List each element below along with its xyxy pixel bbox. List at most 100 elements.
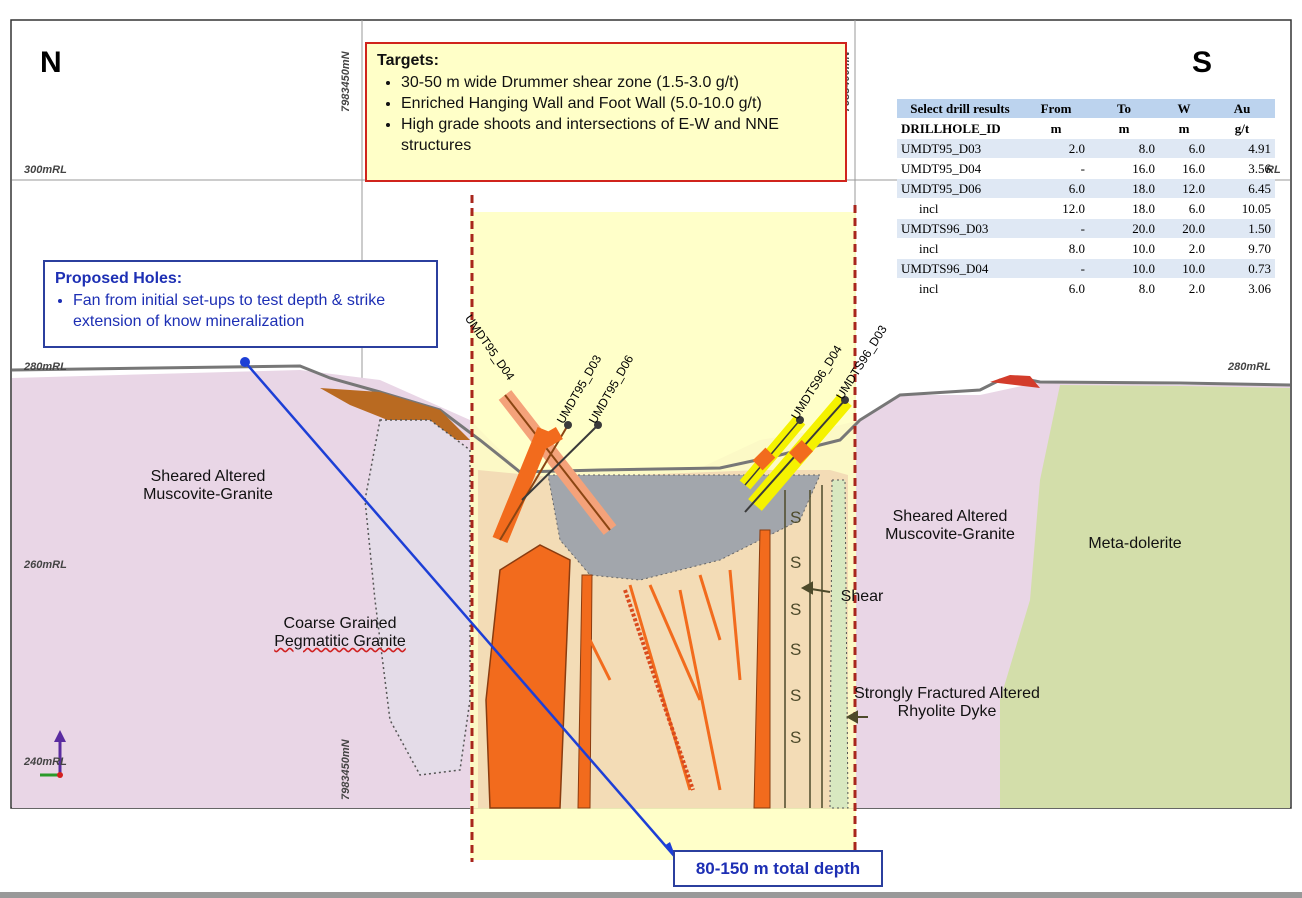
meta-dolerite-label: Meta-dolerite: [1088, 535, 1182, 552]
from-cell: 6.0: [1023, 278, 1089, 299]
bottom-bar: [0, 892, 1302, 898]
table-row: UMDT95_D06 6.0 18.0 12.0 6.45: [897, 178, 1275, 199]
veins: [588, 569, 742, 791]
shear-s-marker: S: [790, 553, 802, 572]
shear-s-marker: S: [790, 640, 802, 659]
hole-s96-d03-intercept: [788, 439, 814, 465]
shear-s-marker: S: [790, 508, 802, 527]
width-cell: 10.0: [1159, 258, 1209, 279]
shear-s-marker: S: [790, 728, 802, 747]
table-row: incl 6.0 8.0 2.0 3.06: [897, 278, 1275, 299]
label-line: Sheared Altered: [892, 508, 1008, 525]
leader-origin: [240, 357, 250, 367]
au-cell: 6.45: [1209, 178, 1275, 199]
hole-id-cell: incl: [897, 278, 1023, 299]
table-row: UMDTS96_D03 - 20.0 20.0 1.50: [897, 218, 1275, 239]
hole-d06-axis: [521, 424, 599, 501]
label-line: Strongly Fractured Altered: [854, 685, 1040, 702]
hole-s96-d04-axis: [744, 419, 801, 486]
header-cell: From: [1023, 99, 1089, 119]
hole-id-cell: UMDT95_D06: [897, 178, 1023, 199]
north-label: N: [40, 46, 62, 79]
from-cell: -: [1023, 218, 1089, 239]
units-cell: m: [1089, 118, 1159, 139]
table-units-row: DRILLHOLE_ID m m m g/t: [897, 118, 1275, 139]
header-cell: Au: [1209, 99, 1275, 119]
au-cell: 10.05: [1209, 198, 1275, 219]
total-depth-box: 80-150 m total depth: [673, 850, 883, 887]
hole-d06-trace: [492, 426, 553, 544]
orange-dyke-right: [753, 529, 771, 809]
au-cell: 9.70: [1209, 238, 1275, 259]
table-row: UMDTS96_D04 - 10.0 10.0 0.73: [897, 258, 1275, 279]
rl-240-label: 240mRL: [24, 756, 67, 768]
to-cell: 8.0: [1089, 138, 1159, 159]
hole-id-cell: UMDT95_D03: [897, 138, 1023, 159]
width-cell: 2.0: [1159, 238, 1209, 259]
sheared-granite-left-label: Sheared Altered Muscovite-Granite: [120, 468, 296, 504]
label-line: Muscovite-Granite: [885, 526, 1015, 543]
to-cell: 20.0: [1089, 218, 1159, 239]
axis-gizmo: [40, 730, 66, 778]
red-cap: [990, 375, 1040, 388]
proposed-title: Proposed Holes:: [55, 270, 183, 287]
target-item: 30-50 m wide Drummer shear zone (1.5-3.0…: [401, 72, 835, 93]
northing-top-left: 7983450mN: [340, 51, 352, 112]
width-cell: 20.0: [1159, 218, 1209, 239]
pegmatitic-body: [364, 419, 471, 776]
from-cell: -: [1023, 258, 1089, 279]
rl-280-right-label: 280mRL: [1228, 361, 1271, 373]
rl-260-label: 260mRL: [24, 559, 67, 571]
hole-id-cell: UMDT95_D04: [897, 158, 1023, 179]
width-cell: 6.0: [1159, 198, 1209, 219]
units-cell: g/t: [1209, 118, 1275, 139]
hole-d03-axis: [499, 424, 569, 541]
rhyolite-dyke-label: Strongly Fractured Altered Rhyolite Dyke: [834, 685, 1060, 721]
hole-id-cell: UMDTS96_D04: [897, 258, 1023, 279]
sheared-granite-right-label: Sheared Altered Muscovite-Granite: [862, 508, 1038, 544]
pegmatitic-granite-label: Coarse Grained Pegmatitic Granite: [255, 615, 425, 651]
orange-dyke: [485, 544, 571, 809]
collar-s96-d03: [841, 396, 849, 404]
targets-title: Targets:: [377, 52, 439, 69]
label-line: Rhyolite Dyke: [897, 703, 997, 720]
collar-s96-d04: [796, 416, 804, 424]
table-header-row: Select drill results From To W Au: [897, 99, 1275, 119]
to-cell: 10.0: [1089, 238, 1159, 259]
hole-d04-intercept: [535, 426, 563, 452]
shear-label: Shear: [840, 588, 884, 605]
from-cell: 2.0: [1023, 138, 1089, 159]
proposed-holes-box: Proposed Holes: Fan from initial set-ups…: [43, 260, 438, 348]
label-line: Muscovite-Granite: [143, 486, 273, 503]
table-row: incl 8.0 10.0 2.0 9.70: [897, 238, 1275, 259]
hole-d04-axis: [504, 394, 611, 531]
au-cell: 3.06: [1209, 278, 1275, 299]
drill-results-table: Select drill results From To W Au DRILLH…: [897, 99, 1275, 299]
au-cell: 3.56: [1209, 158, 1275, 179]
to-cell: 8.0: [1089, 278, 1159, 299]
south-label: S: [1192, 46, 1213, 79]
label-line: Pegmatitic Granite: [274, 633, 406, 650]
depth-leader-line: [244, 361, 677, 859]
northing-bottom: 7983450mN: [340, 739, 352, 800]
shear-s-marker: S: [790, 686, 802, 705]
label-line: Sheared Altered: [150, 468, 266, 485]
targets-list: 30-50 m wide Drummer shear zone (1.5-3.0…: [377, 72, 835, 156]
hole-id-cell: incl: [897, 238, 1023, 259]
collar-d06: [594, 421, 602, 429]
to-cell: 10.0: [1089, 258, 1159, 279]
to-cell: 16.0: [1089, 158, 1159, 179]
targets-box: Targets: 30-50 m wide Drummer shear zone…: [365, 42, 847, 182]
shear-arrows: [800, 581, 868, 724]
units-cell: m: [1159, 118, 1209, 139]
au-cell: 4.91: [1209, 138, 1275, 159]
au-cell: 0.73: [1209, 258, 1275, 279]
from-cell: -: [1023, 158, 1089, 179]
table-row: UMDT95_D03 2.0 8.0 6.0 4.91: [897, 138, 1275, 159]
target-item: Enriched Hanging Wall and Foot Wall (5.0…: [401, 93, 835, 114]
to-cell: 18.0: [1089, 178, 1159, 199]
dashed-vein: [623, 589, 695, 791]
header-cell: Select drill results: [897, 99, 1023, 119]
proposed-item: Fan from initial set-ups to test depth &…: [73, 290, 426, 332]
proposed-list: Fan from initial set-ups to test depth &…: [55, 290, 426, 332]
